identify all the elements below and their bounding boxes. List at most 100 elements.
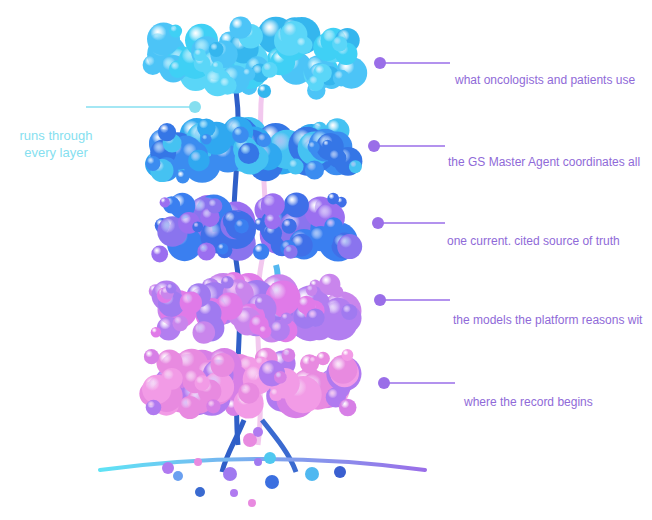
layer-label: where the record begins bbox=[464, 395, 593, 410]
leader-dot bbox=[374, 294, 386, 306]
seed-dot bbox=[194, 458, 202, 466]
seed-dot bbox=[230, 489, 238, 497]
seed-dot bbox=[253, 427, 263, 437]
bubble bbox=[209, 42, 224, 57]
bubble bbox=[309, 356, 320, 367]
bubble bbox=[308, 75, 324, 91]
bubble bbox=[332, 36, 347, 51]
bubble bbox=[169, 60, 187, 78]
bubble bbox=[333, 70, 350, 87]
bubble bbox=[161, 368, 183, 390]
bubble bbox=[234, 219, 248, 233]
bubble bbox=[178, 396, 201, 419]
bubble bbox=[195, 375, 210, 390]
bubble bbox=[146, 400, 162, 416]
layer-label: the models the platform reasons wit bbox=[453, 313, 642, 328]
bubble bbox=[217, 243, 228, 254]
bubble bbox=[192, 222, 203, 233]
bubble bbox=[193, 321, 216, 344]
root bbox=[222, 420, 244, 472]
bubble bbox=[288, 159, 304, 175]
bubble bbox=[218, 76, 236, 94]
bubble bbox=[143, 55, 163, 75]
leader-dot bbox=[374, 57, 386, 69]
bubble bbox=[206, 399, 220, 413]
bubble bbox=[342, 349, 354, 361]
bubble bbox=[327, 193, 339, 205]
bubble bbox=[255, 296, 268, 309]
leader-lines bbox=[86, 57, 455, 389]
bubble bbox=[242, 68, 255, 81]
seed-dot bbox=[173, 471, 183, 481]
bubble bbox=[193, 48, 206, 61]
bubble bbox=[349, 160, 362, 173]
bubble bbox=[258, 325, 271, 338]
layer-label: one current. cited source of truth bbox=[447, 234, 620, 249]
leader-line bbox=[86, 106, 190, 108]
seed-dot bbox=[195, 487, 205, 497]
bubble bbox=[188, 150, 209, 171]
leader-dot bbox=[368, 140, 380, 152]
bubble bbox=[341, 304, 357, 320]
bubble bbox=[274, 371, 287, 384]
bubble bbox=[339, 399, 357, 417]
bubble bbox=[207, 198, 222, 213]
bubble bbox=[201, 134, 212, 145]
bubble bbox=[322, 140, 333, 151]
bubble bbox=[282, 348, 296, 362]
bubble bbox=[324, 217, 343, 236]
bubble bbox=[306, 285, 317, 296]
bubble bbox=[284, 192, 309, 217]
bubble bbox=[282, 219, 297, 234]
bubble bbox=[238, 143, 259, 164]
bubble bbox=[305, 160, 324, 179]
bubble bbox=[166, 283, 177, 294]
bubble bbox=[160, 197, 170, 207]
seed-dot bbox=[248, 499, 256, 507]
ground-arc bbox=[100, 459, 425, 470]
bubble bbox=[151, 246, 168, 263]
leader-line bbox=[383, 222, 445, 224]
bubble bbox=[230, 17, 252, 39]
bubble bbox=[308, 141, 320, 153]
bubble bbox=[319, 274, 340, 295]
seed-dot bbox=[305, 467, 319, 481]
leader-line bbox=[385, 299, 450, 301]
bubble bbox=[295, 36, 313, 54]
bubble bbox=[284, 245, 298, 259]
bubble bbox=[257, 133, 271, 147]
bubble-layers bbox=[139, 17, 367, 419]
seed-dot bbox=[265, 475, 279, 489]
seed-dot bbox=[264, 452, 276, 464]
seed-dot bbox=[223, 467, 237, 481]
bubble bbox=[211, 353, 235, 377]
layer-label: the GS Master Agent coordinates all bbox=[448, 155, 640, 170]
bubble bbox=[232, 127, 249, 144]
bubble bbox=[300, 354, 319, 373]
seed-dots bbox=[162, 427, 346, 507]
bubble bbox=[146, 156, 161, 171]
bubble bbox=[144, 349, 159, 364]
leader-line bbox=[389, 382, 455, 384]
bubble bbox=[180, 292, 202, 314]
bubble bbox=[217, 242, 233, 258]
side-callout: runs through every layer bbox=[14, 127, 98, 161]
root bbox=[262, 420, 296, 472]
bubble bbox=[211, 61, 223, 73]
bubble bbox=[328, 149, 347, 168]
leader-line bbox=[379, 145, 445, 147]
bubble bbox=[221, 276, 234, 289]
bubble bbox=[258, 84, 272, 98]
bubble bbox=[329, 355, 358, 384]
bubble bbox=[253, 244, 269, 260]
bubble bbox=[197, 242, 215, 260]
bubble bbox=[169, 25, 182, 38]
bubble bbox=[172, 315, 188, 331]
bubble bbox=[238, 383, 259, 404]
bubble bbox=[158, 123, 176, 141]
bubble bbox=[151, 327, 161, 337]
bubble bbox=[337, 234, 362, 259]
seed-dot bbox=[162, 462, 174, 474]
leader-dot bbox=[378, 377, 390, 389]
leader-line bbox=[385, 62, 450, 64]
